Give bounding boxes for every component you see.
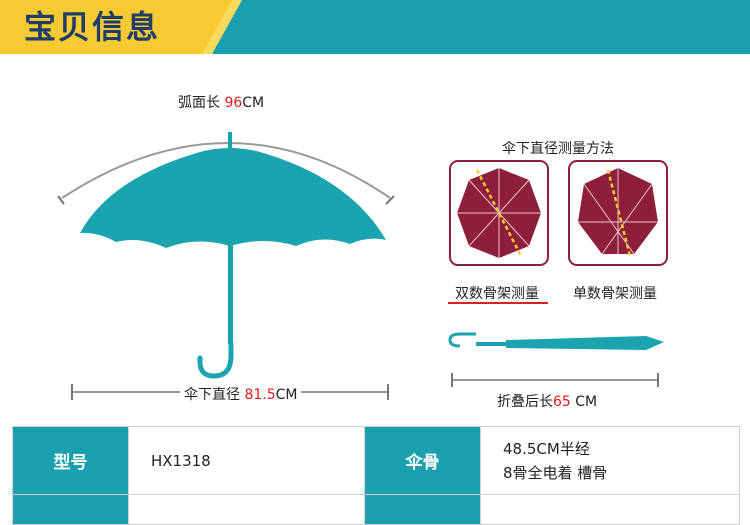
spec-table: 型号 HX1318 伞骨 48.5CM半经 8骨全电着 槽骨 [12, 426, 740, 525]
double-rib-label: 双数骨架测量 [455, 286, 539, 302]
single-rib-diagram [568, 160, 668, 266]
double-rib-diagram [449, 160, 549, 266]
header-bar: 宝贝信息 [0, 0, 750, 54]
header-tab-shape [0, 0, 242, 54]
folded-length-label: 折叠后长65 CM [497, 394, 598, 410]
rib-header: 伞骨 [364, 426, 481, 495]
folded-umbrella-diagram [448, 332, 664, 387]
single-rib-label: 单数骨架测量 [573, 286, 657, 302]
model-value: HX1318 [128, 426, 365, 495]
table-row: 型号 HX1318 伞骨 48.5CM半经 8骨全电着 槽骨 [12, 426, 740, 495]
arc-length-label: 弧面长 96CM [178, 95, 265, 111]
double-rib-underline [448, 302, 548, 304]
page-title: 宝贝信息 [24, 8, 161, 46]
model-header: 型号 [12, 426, 129, 495]
umbrella-diagram [57, 132, 395, 400]
diameter-value: 81.5 [244, 387, 276, 403]
table-row [12, 494, 740, 525]
arc-length-value: 96 [224, 95, 243, 111]
folded-length-value: 65 [553, 394, 571, 410]
diameter-label: 伞下直径 81.5CM [180, 384, 302, 404]
measure-method-title: 伞下直径测量方法 [502, 141, 614, 157]
rib-value: 48.5CM半经 8骨全电着 槽骨 [480, 426, 740, 495]
